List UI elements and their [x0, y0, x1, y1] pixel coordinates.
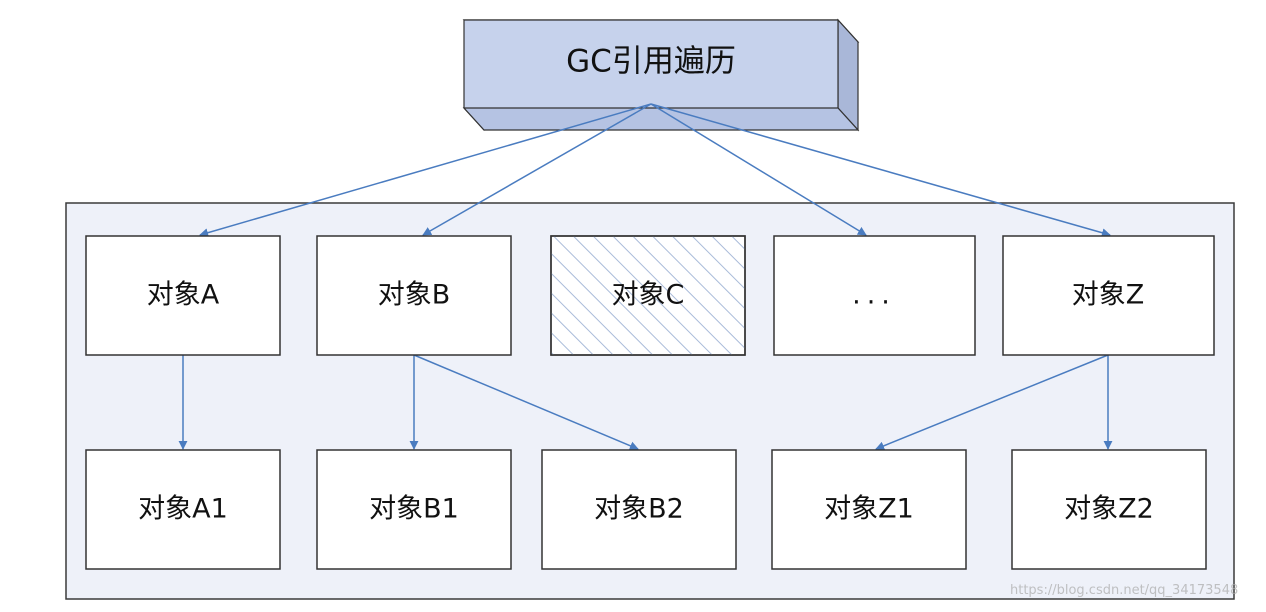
node-dots: ... — [773, 235, 976, 356]
node-b2-box — [541, 449, 737, 570]
node-a-label: 对象A — [147, 280, 220, 311]
node-a1-label: 对象A1 — [138, 494, 228, 525]
edges — [178, 103, 1113, 451]
node-a-box — [85, 235, 281, 356]
node-c-hatch — [550, 235, 746, 356]
node-z-label: 对象Z — [1072, 280, 1145, 311]
edge-root-to-dots — [650, 103, 867, 236]
node-b1-box — [316, 449, 512, 570]
node-dots-label: ... — [852, 280, 896, 311]
node-z2-box — [1011, 449, 1207, 570]
node-z1: 对象Z1 — [771, 449, 967, 570]
node-b1-label: 对象B1 — [369, 494, 459, 525]
node-a: 对象A — [85, 235, 281, 356]
node-c: 对象C — [550, 235, 746, 356]
node-b: 对象B — [316, 235, 512, 356]
node-z1-label: 对象Z1 — [824, 494, 914, 525]
node-z2-label: 对象Z2 — [1064, 494, 1154, 525]
edge-root-to-b — [422, 103, 652, 236]
edge-root-to-z — [650, 103, 1111, 238]
node-z-box — [1002, 235, 1215, 356]
root-node: GC引用遍历 — [462, 18, 860, 132]
node-z: 对象Z — [1002, 235, 1215, 356]
root-bottom-face — [462, 107, 860, 131]
node-z1-box — [771, 449, 967, 570]
node-b-box — [316, 235, 512, 356]
node-c-label: 对象C — [612, 280, 685, 311]
root-label: GC引用遍历 — [566, 44, 736, 80]
node-b2: 对象B2 — [541, 449, 737, 570]
node-a1: 对象A1 — [85, 449, 281, 570]
node-b-label: 对象B — [378, 280, 451, 311]
watermark: https://blog.csdn.net/qq_34173548 — [1010, 583, 1239, 598]
node-dots-box — [773, 235, 976, 356]
node-a1-box — [85, 449, 281, 570]
node-z2: 对象Z2 — [1011, 449, 1207, 570]
node-b1: 对象B1 — [316, 449, 512, 570]
edge-z-to-z1 — [875, 354, 1109, 451]
node-b2-label: 对象B2 — [594, 494, 684, 525]
edge-b-to-b2 — [413, 354, 639, 451]
edge-root-to-a — [199, 103, 652, 238]
